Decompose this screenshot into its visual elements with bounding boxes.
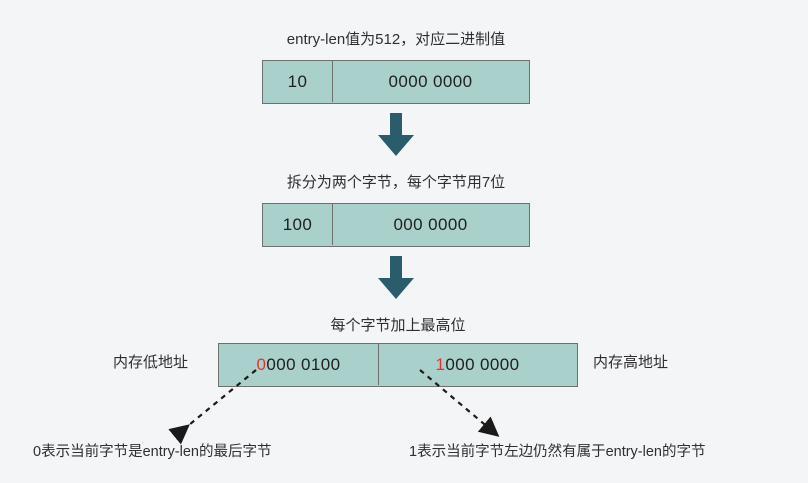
step-1-cell-high: 10 [263, 61, 333, 102]
step-1-byte-row: 10 0000 0000 [262, 60, 530, 104]
step-3-caption: 每个字节加上最高位 [330, 317, 466, 334]
footnote-last-byte: 0表示当前字节是entry-len的最后字节 [33, 444, 272, 460]
step-1-caption: entry-len值为512，对应二进制值 [286, 31, 506, 48]
down-arrow-1-icon [376, 113, 416, 157]
step-3-cell-low-byte-bits: 000 0100 [266, 354, 341, 374]
step-2-cell-low: 000 0000 [393, 214, 468, 234]
step-3-cell-high-byte-bits: 000 0000 [445, 354, 520, 374]
step-2-byte-row: 100 000 0000 [262, 203, 530, 247]
memory-low-address-label: 内存低地址 [113, 354, 189, 371]
memory-high-address-label: 内存高地址 [593, 354, 669, 371]
step-1-cell-low: 0000 0000 [388, 71, 473, 91]
continuation-bit-one: 1 [435, 354, 446, 374]
step-2-cell-high: 100 [263, 204, 333, 245]
continuation-bit-zero: 0 [256, 354, 267, 374]
step-2-caption: 拆分为两个字节，每个字节用7位 [286, 174, 506, 191]
down-arrow-2-icon [376, 256, 416, 300]
footnote-more-bytes: 1表示当前字节左边仍然有属于entry-len的字节 [409, 444, 706, 460]
